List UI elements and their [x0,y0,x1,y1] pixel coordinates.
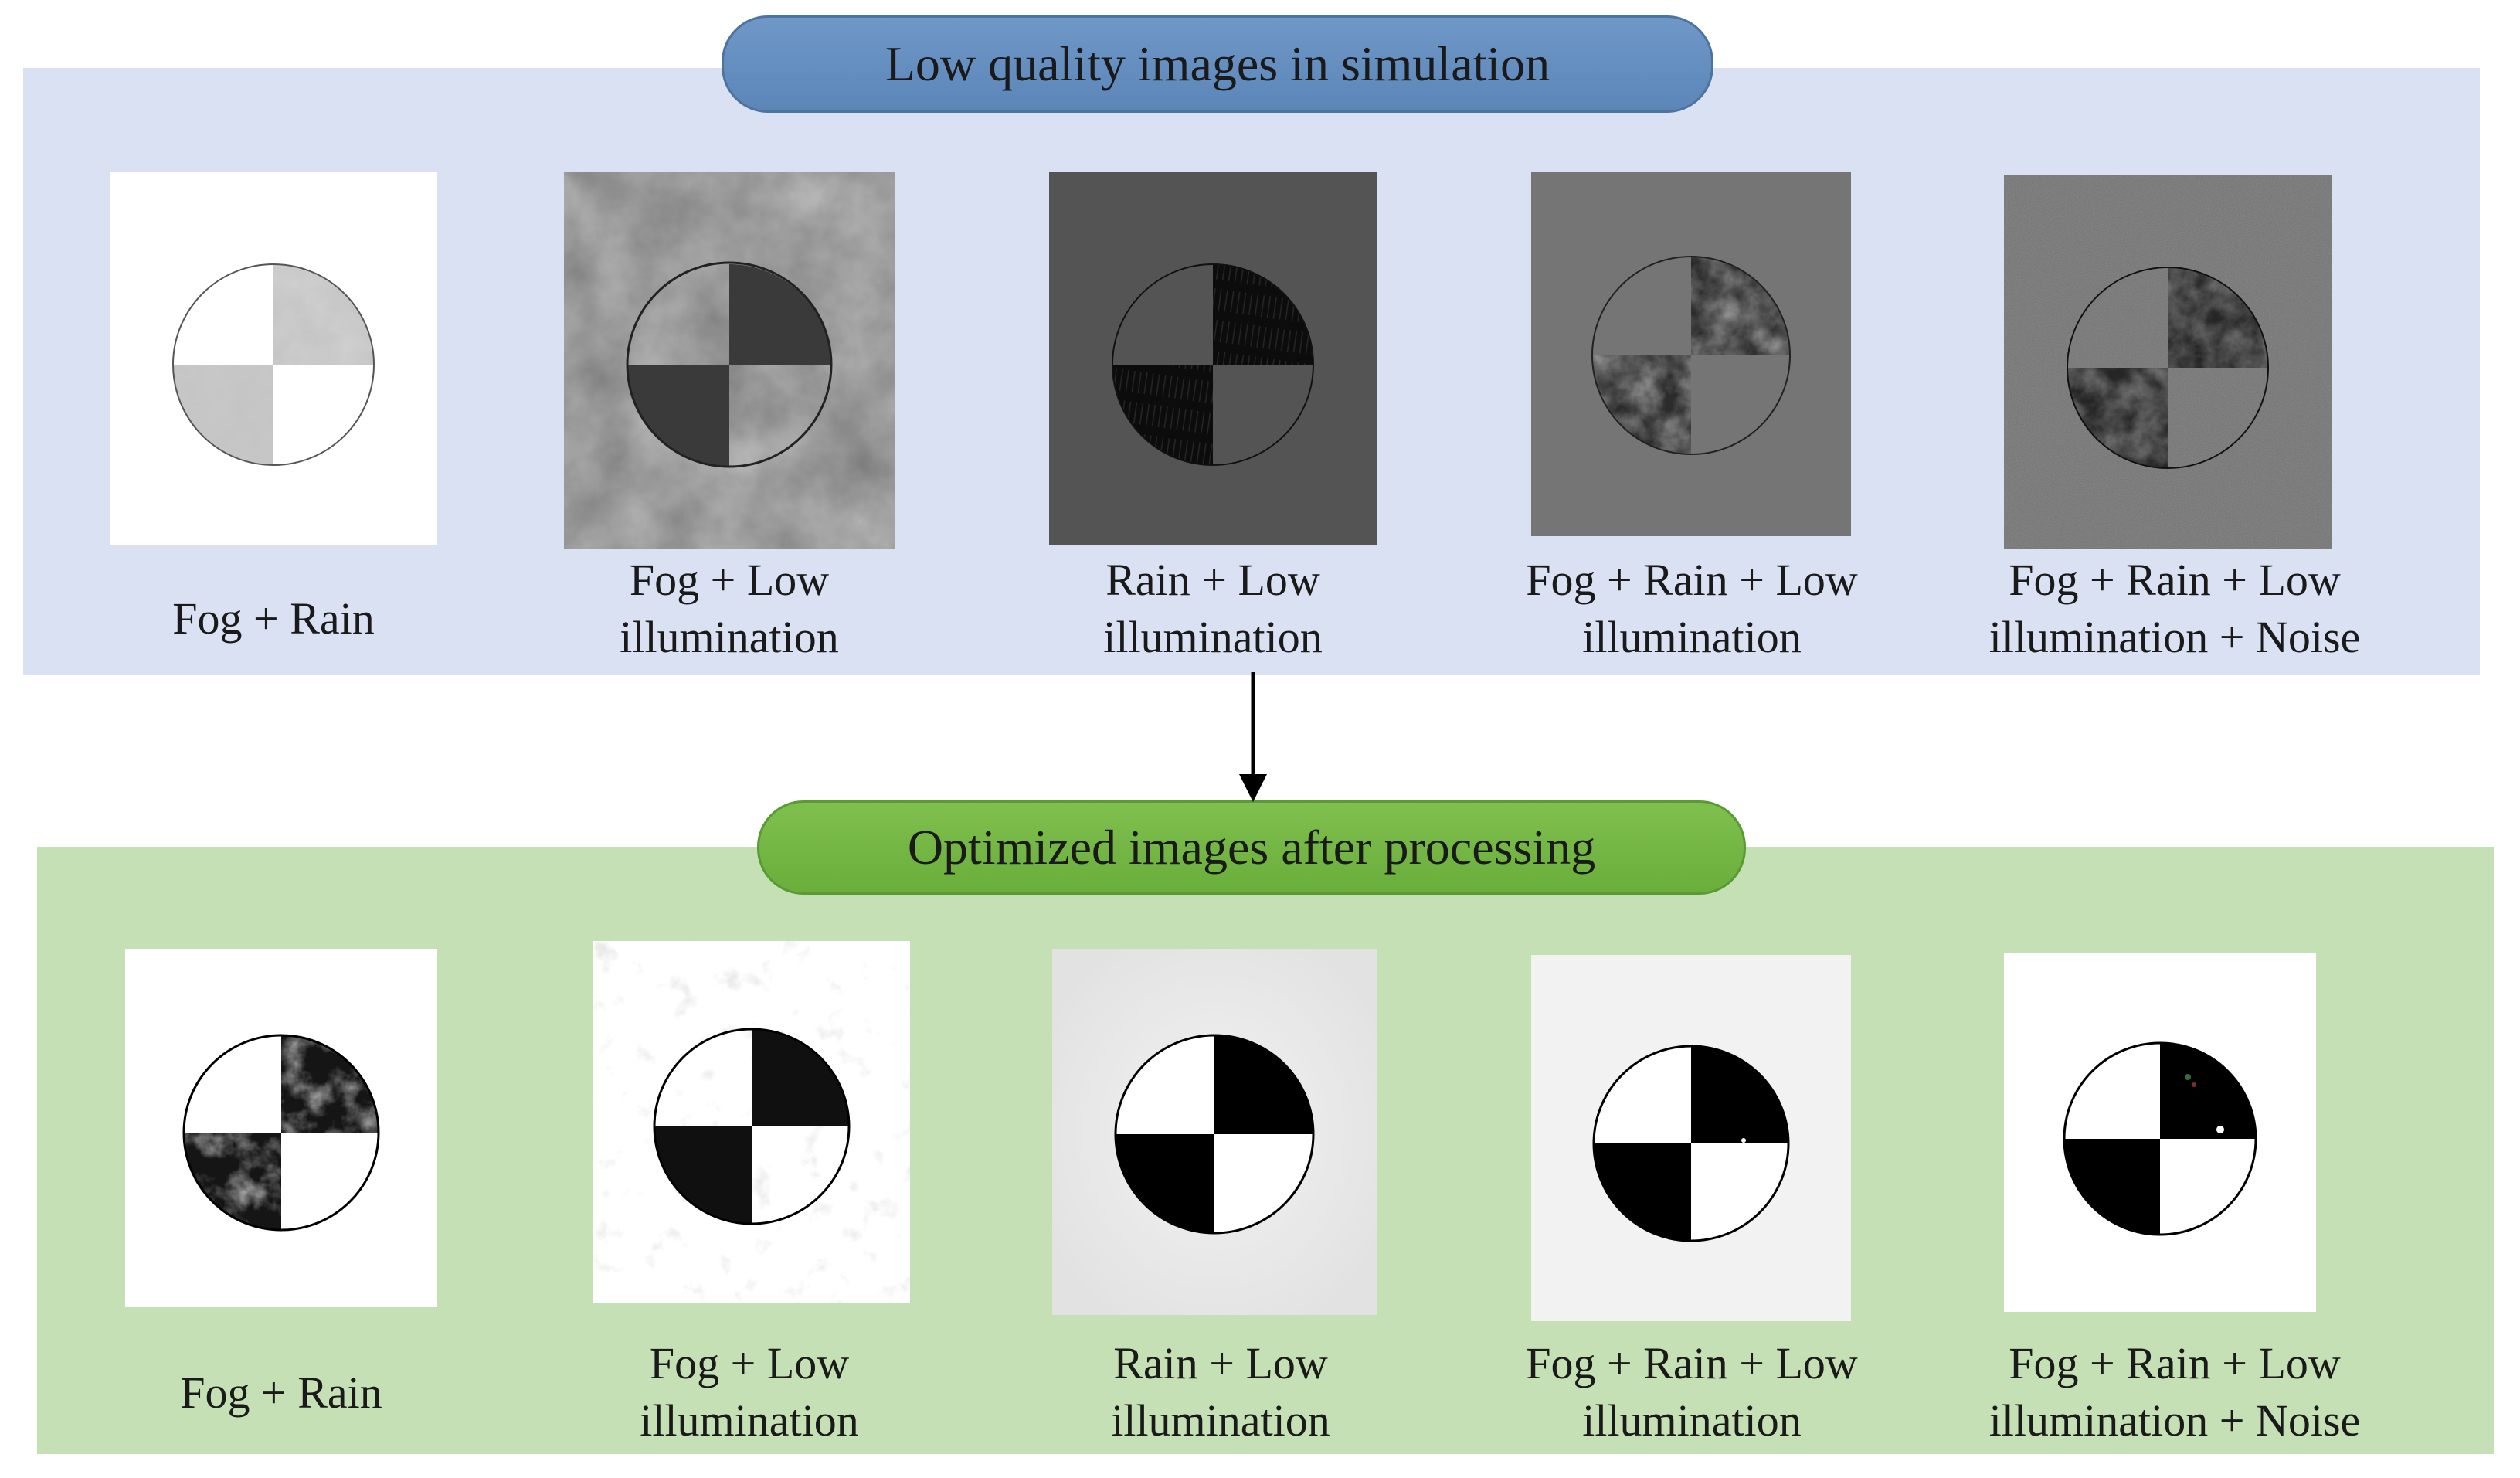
sim-image-fog-rain-low-noise [2004,175,2332,549]
sim-caption-5: Fog + Rain + Low illumination + Noise [1988,555,2361,662]
down-arrow-icon [1239,672,1267,802]
opt-image-fog-rain-low-noise [2004,953,2316,1312]
sim-image-fog-low [564,172,895,549]
opt-caption-1: Fog + Rain [180,1368,382,1418]
opt-image-fog-low [593,941,910,1303]
opt-caption-5: Fog + Rain + Low illumination + Noise [1988,1338,2361,1446]
optimized-title: Optimized images after processing [757,800,1746,895]
opt-caption-3: Rain + Low illumination [1111,1338,1330,1446]
sim-caption-3: Rain + Low illumination [1103,555,1323,662]
opt-caption-2: Fog + Low illumination [640,1338,859,1446]
opt-caption-4: Fog + Rain + Low illumination [1526,1338,1858,1446]
sim-caption-2: Fog + Low illumination [620,555,839,662]
opt-image-fog-rain-low [1531,955,1851,1321]
sim-image-fog-rain [110,172,437,545]
sim-caption-4: Fog + Rain + Low illumination [1526,555,1858,662]
opt-image-fog-rain [125,949,437,1307]
opt-image-rain-low [1052,949,1377,1315]
simulation-title: Low quality images in simulation [722,15,1713,113]
sim-caption-1: Fog + Rain [172,593,375,644]
sim-image-fog-rain-low [1531,172,1851,536]
sim-image-rain-low [1049,172,1377,545]
